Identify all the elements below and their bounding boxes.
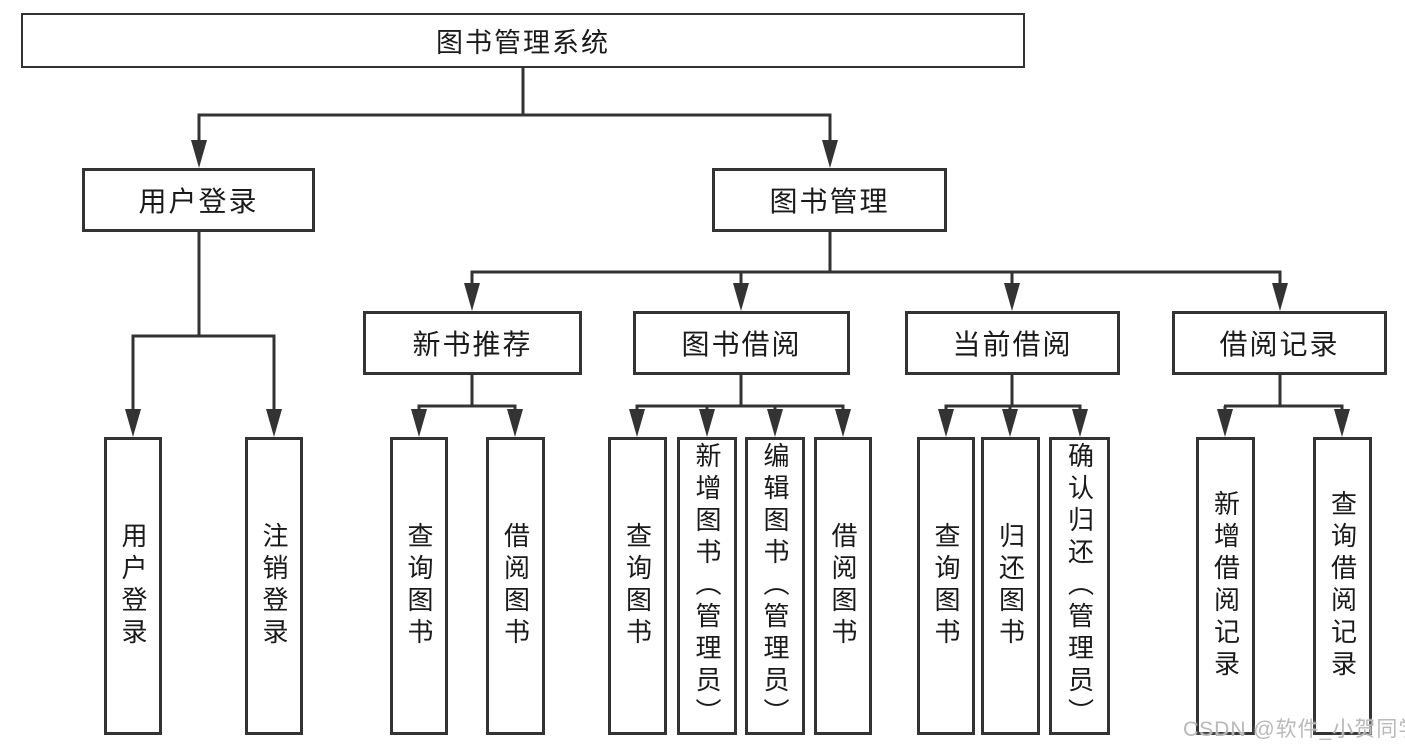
leaf-query-books-current: 查询图书 bbox=[917, 437, 975, 735]
leaf-query-books-recommend: 查询图书 bbox=[390, 437, 448, 735]
node-book-management: 图书管理 bbox=[712, 168, 947, 232]
node-new-book-recommend: 新书推荐 bbox=[363, 311, 582, 375]
leaf-confirm-return-admin: 确认归还（管理员） bbox=[1049, 437, 1110, 735]
node-label: 当前借阅 bbox=[952, 329, 1073, 360]
node-label: 查询图书 bbox=[931, 522, 961, 650]
node-label: 借阅图书 bbox=[500, 522, 531, 650]
node-borrow-records: 借阅记录 bbox=[1172, 311, 1387, 375]
node-label: 编辑图书（管理员） bbox=[760, 442, 790, 730]
node-library-system: 图书管理系统 bbox=[21, 13, 1025, 68]
node-label: 图书管理系统 bbox=[436, 28, 610, 58]
leaf-borrow-books-recommend: 借阅图书 bbox=[486, 437, 545, 735]
node-label: 新增图书（管理员） bbox=[692, 442, 722, 730]
node-label: 借阅图书 bbox=[828, 522, 858, 650]
node-label: 图书管理 bbox=[769, 186, 890, 217]
node-label: 新书推荐 bbox=[412, 329, 533, 360]
csdn-watermark: CSDN @软件_小贺同学 bbox=[1183, 718, 1405, 741]
leaf-borrow-books: 借阅图书 bbox=[814, 437, 872, 735]
leaf-user-login: 用户登录 bbox=[104, 437, 162, 735]
leaf-add-books-admin: 新增图书（管理员） bbox=[677, 437, 737, 735]
node-label: 确认归还（管理员） bbox=[1064, 442, 1095, 730]
node-label: 新增借阅记录 bbox=[1210, 490, 1241, 682]
node-label: 用户登录 bbox=[118, 522, 148, 650]
node-label: 注销登录 bbox=[259, 522, 289, 650]
leaf-edit-books-admin: 编辑图书（管理员） bbox=[745, 437, 805, 735]
leaf-return-books: 归还图书 bbox=[981, 437, 1040, 735]
node-label: 借阅记录 bbox=[1219, 329, 1340, 360]
node-label: 查询图书 bbox=[622, 522, 653, 650]
leaf-add-borrow-record: 新增借阅记录 bbox=[1196, 437, 1255, 735]
node-book-borrow: 图书借阅 bbox=[633, 311, 850, 375]
leaf-query-borrow-record: 查询借阅记录 bbox=[1313, 437, 1372, 735]
node-label: 查询图书 bbox=[404, 522, 434, 650]
node-label: 归还图书 bbox=[995, 522, 1026, 650]
node-user-login: 用户登录 bbox=[82, 168, 315, 232]
leaf-logout: 注销登录 bbox=[245, 437, 303, 735]
node-label: 用户登录 bbox=[138, 186, 259, 217]
node-current-borrow: 当前借阅 bbox=[905, 311, 1120, 375]
node-label: 查询借阅记录 bbox=[1327, 490, 1358, 682]
leaf-query-books-borrow: 查询图书 bbox=[608, 437, 667, 735]
node-label: 图书借阅 bbox=[681, 329, 802, 360]
